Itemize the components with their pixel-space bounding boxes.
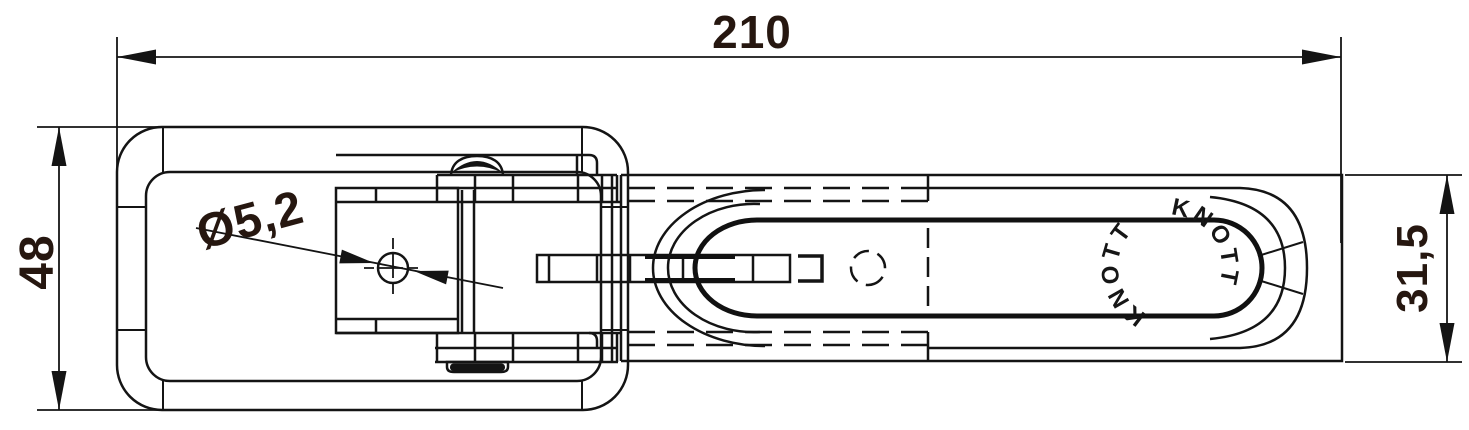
lever-top-band — [435, 173, 619, 202]
hinge-pin-lines — [460, 190, 476, 333]
latch-bar-segments — [547, 255, 755, 282]
lever-assembly — [334, 153, 620, 374]
latch-bar-hidden-bracket — [798, 254, 824, 283]
dim-31-5-arrow-bottom — [1439, 323, 1455, 362]
dim-210-arrow-left — [117, 49, 156, 65]
dim-48-arrow-top — [51, 127, 67, 166]
strap-end-middle-arc — [1209, 195, 1287, 341]
dimension-210: 210 — [116, 6, 1342, 243]
housing-outline — [115, 125, 630, 412]
lever-bottom-band — [435, 333, 619, 364]
strap-end-tangent-lines — [1257, 241, 1304, 295]
dim-210-extension-lines — [116, 37, 1342, 243]
bottom-screw — [445, 360, 510, 374]
hole-leader-arrow-left — [339, 249, 374, 264]
lever-lug-details — [575, 155, 599, 348]
bottom-screw-head-fill — [450, 363, 505, 371]
hole-leader-arrow-right — [414, 270, 449, 285]
slot-left-middle-arc — [666, 202, 761, 334]
strap-slot — [692, 217, 1265, 319]
housing-inner-contour — [144, 170, 603, 383]
dim-210-arrow-right — [1302, 49, 1341, 65]
bottom-screw-head-outline — [445, 360, 510, 374]
top-screw-head-outline — [449, 154, 505, 176]
dimension-hole-diameter: Ø5,2 — [191, 181, 504, 289]
dim-31-5-arrow-top — [1439, 175, 1455, 214]
latch-bar — [535, 253, 824, 284]
dim-48-arrow-bottom — [51, 371, 67, 410]
length-dimension-label: 210 — [712, 6, 792, 58]
dim-31-5-extension-lines — [1345, 174, 1462, 363]
dimension-31-5: 31,5 — [1345, 174, 1462, 363]
corner-tangent-ticks — [117, 127, 628, 410]
strap-hidden-edges — [628, 186, 928, 347]
housing-outer-contour — [115, 125, 630, 412]
strap-inner-contour — [928, 186, 1309, 350]
top-screw-head-fill — [451, 161, 503, 173]
strap-outer-contour — [621, 173, 1344, 363]
knott-stamp-text-1: KNOTT — [1169, 193, 1243, 289]
latch-bar-thick-edges — [645, 254, 735, 283]
hole-feature — [364, 238, 422, 298]
top-screw — [449, 154, 505, 176]
hole-diameter-label: Ø5,2 — [191, 181, 309, 260]
lever-frame-lines — [336, 188, 620, 335]
brand-stamp: KNOTT KNOTT — [1096, 193, 1243, 331]
height-dimension-label: 48 — [11, 234, 64, 289]
slot-left-outer-arc — [651, 188, 766, 348]
lever-top-lug — [336, 153, 599, 175]
strap-fold-edge — [610, 175, 623, 361]
strap-pin-hole — [849, 249, 887, 287]
latch-strap: KNOTT KNOTT — [610, 173, 1344, 363]
strap-width-dimension-label: 31,5 — [1388, 223, 1437, 313]
dimension-48: 48 — [11, 126, 167, 411]
